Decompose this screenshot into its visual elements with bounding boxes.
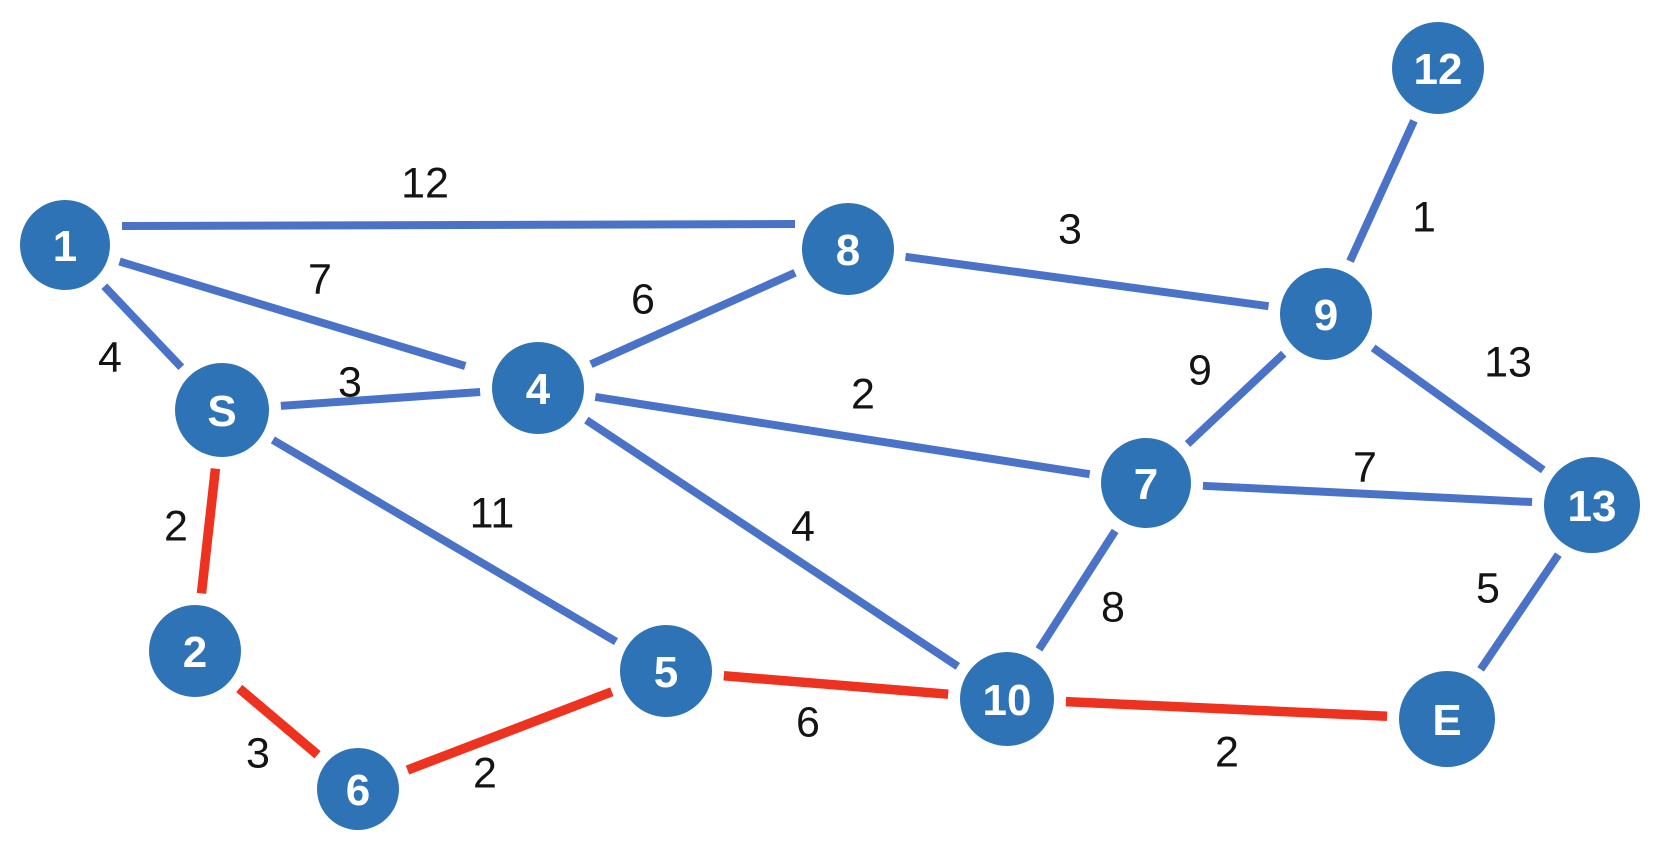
edge-weight-4-10: 4: [791, 502, 815, 550]
edge-weight-6-5: 2: [473, 749, 497, 797]
node-circle-10: [960, 652, 1054, 746]
node-label-E: E: [1432, 696, 1461, 745]
node-label-8: 8: [836, 226, 860, 275]
node-label-5: 5: [654, 648, 678, 697]
edge-4-10: [584, 416, 961, 670]
node-circle-12: [1392, 22, 1484, 114]
edge-weight-9-13: 13: [1484, 338, 1532, 386]
edge-10-E: [1065, 696, 1388, 722]
edge-4-7: [594, 393, 1091, 479]
node-E: E: [1399, 671, 1495, 767]
node-label-6: 6: [346, 766, 370, 815]
edge-weight-13-E: 5: [1476, 564, 1500, 612]
edge-weight-4-8: 6: [631, 275, 655, 323]
edge-weight-9-12: 1: [1412, 193, 1436, 241]
edge-5-10: [723, 671, 949, 699]
node-label-1: 1: [53, 222, 77, 271]
edge-weight-2-6: 3: [246, 729, 270, 777]
node-label-9: 9: [1314, 291, 1338, 340]
edge-8-9: [904, 252, 1270, 311]
edge-weight-S-4: 3: [338, 358, 362, 406]
edge-4-8: [589, 269, 797, 368]
node-2: 2: [149, 605, 241, 697]
node-circle-1: [20, 200, 110, 290]
edge-9-12: [1346, 119, 1418, 263]
edge-weight-1-8: 12: [401, 159, 449, 207]
node-10: 10: [960, 652, 1054, 746]
edges-layer: [101, 119, 1562, 775]
node-13: 13: [1544, 457, 1640, 553]
node-label-12: 12: [1414, 45, 1463, 94]
node-circle-7: [1101, 438, 1191, 528]
edge-weight-7-13: 7: [1353, 443, 1377, 491]
edge-1-4: [118, 257, 467, 370]
node-circle-E: [1399, 671, 1495, 767]
node-8: 8: [802, 203, 894, 295]
node-label-2: 2: [183, 628, 207, 677]
edge-S-5: [270, 436, 619, 646]
edge-weight-10-E: 2: [1215, 728, 1239, 776]
node-9: 9: [1280, 268, 1372, 360]
node-circle-S: [175, 363, 269, 457]
node-5: 5: [620, 625, 712, 717]
edge-6-5: [405, 687, 614, 775]
edge-2-6: [236, 684, 321, 759]
node-label-10: 10: [983, 676, 1032, 725]
node-label-13: 13: [1568, 482, 1617, 531]
node-7: 7: [1101, 438, 1191, 528]
edge-7-13: [1202, 481, 1533, 507]
edge-weight-S-5: 11: [470, 489, 515, 537]
edge-S-4: [280, 388, 481, 410]
node-circle-6: [317, 748, 399, 830]
edge-9-7: [1184, 350, 1287, 447]
node-circle-5: [620, 625, 712, 717]
edge-1-8: [121, 220, 796, 230]
node-circle-2: [149, 605, 241, 697]
edge-1-S: [101, 283, 185, 371]
edge-weight-1-S: 4: [98, 333, 122, 381]
node-circle-9: [1280, 268, 1372, 360]
edge-weight-8-9: 3: [1058, 205, 1082, 253]
edge-S-2: [196, 468, 221, 594]
edge-weight-S-2: 2: [164, 502, 188, 550]
edge-13-E: [1477, 552, 1562, 672]
node-circle-13: [1544, 457, 1640, 553]
node-circle-4: [492, 342, 584, 434]
edge-weight-5-10: 6: [796, 698, 820, 746]
node-6: 6: [317, 748, 399, 830]
node-1: 1: [20, 200, 110, 290]
edge-9-13: [1370, 344, 1546, 474]
node-label-7: 7: [1134, 460, 1158, 509]
edge-weight-7-10: 8: [1101, 583, 1125, 631]
node-12: 12: [1392, 22, 1484, 114]
node-label-4: 4: [526, 365, 551, 414]
node-4: 4: [492, 342, 584, 434]
node-label-S: S: [207, 387, 236, 436]
edge-weight-4-7: 2: [851, 370, 875, 418]
edge-weight-9-7: 9: [1188, 346, 1212, 394]
node-circle-8: [802, 203, 894, 295]
edge-weight-1-4: 7: [308, 255, 332, 303]
node-S: S: [175, 363, 269, 457]
edge-7-10: [1035, 528, 1119, 652]
